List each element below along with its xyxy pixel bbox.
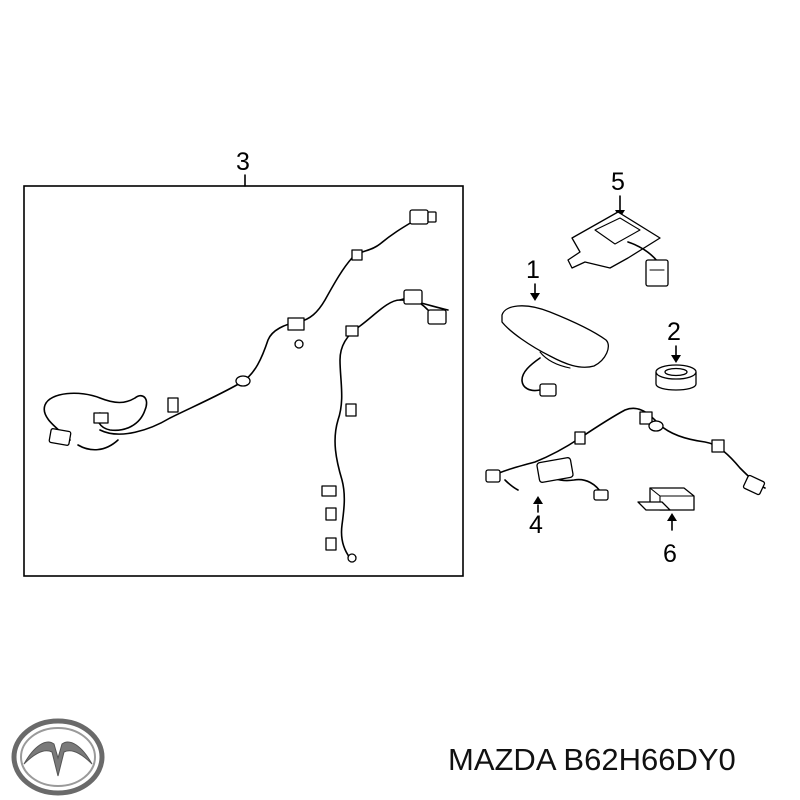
part-3-clip-e <box>345 325 359 337</box>
part-3-clip-d <box>351 249 363 261</box>
part-5-bracket-top <box>594 217 641 245</box>
part-4-clip-c <box>711 439 725 453</box>
part-4-clip-b <box>639 411 653 425</box>
callout-2: 2 <box>667 318 681 346</box>
part-3-clip-h <box>325 507 337 521</box>
part-5-bracket <box>567 211 661 269</box>
part-number: B62H66DY0 <box>563 742 736 777</box>
part-4-connector-c <box>742 474 766 496</box>
callout-6-arrowhead <box>667 513 677 521</box>
part-1-antenna-connector <box>539 383 557 397</box>
part-3-clip-f <box>345 403 357 417</box>
part-1-antenna-body <box>501 305 609 368</box>
part-3-eyelet-b <box>347 553 357 563</box>
part-2-grommet-hole <box>664 367 688 377</box>
part-4-clip-a <box>574 431 586 445</box>
part-3-connector-d <box>427 309 447 325</box>
part-1-antenna-lead <box>521 357 541 392</box>
callout-1: 1 <box>526 256 540 284</box>
part-1-antenna-group: 1 <box>501 256 609 397</box>
mazda-logo-outer-ring <box>11 718 105 796</box>
part-4-connector-b <box>593 489 609 501</box>
callout-1-arrowhead <box>530 293 540 301</box>
part-3-connector-a <box>48 428 72 446</box>
callout-6: 6 <box>663 540 677 568</box>
part-5-module-group: 5 <box>567 168 669 287</box>
part-3-clip-a <box>93 412 109 424</box>
mazda-logo-inner-ring <box>20 727 96 787</box>
part-6-bracket <box>637 501 671 511</box>
part-3-harness-wire-c <box>77 439 119 451</box>
callout-3: 3 <box>236 148 250 176</box>
part-3-clip-c <box>287 317 305 331</box>
part-4-grommet <box>648 420 664 432</box>
callout-2-arrowhead <box>671 355 681 363</box>
part-3-connector-c <box>403 289 423 305</box>
mazda-logo-icon <box>11 718 105 796</box>
callout-5: 5 <box>611 168 625 196</box>
brand-name: MAZDA <box>448 742 555 777</box>
part-1-antenna-base <box>539 351 571 369</box>
part-3-clip-b <box>167 397 179 413</box>
mazda-logo-wing <box>23 741 93 777</box>
part-2-grommet-group: 2 <box>655 318 697 391</box>
part-3-clip-i <box>325 537 337 551</box>
part-3-harness-wire-d <box>334 299 449 559</box>
callout-4-arrowhead <box>533 496 543 504</box>
part-4-harness-wire-c <box>504 479 519 491</box>
part-number-caption: MAZDA B62H66DY0 <box>448 742 736 778</box>
part-4-connector-a <box>485 469 501 483</box>
part-3-connector-b <box>409 209 429 225</box>
part-4-harness-group: 4 <box>485 407 766 539</box>
part-3-harness-group: 3 <box>23 148 464 577</box>
part-3-eyelet-a <box>294 339 304 349</box>
part-3-clip-g <box>321 485 337 497</box>
part-4-module <box>536 457 574 483</box>
part-3-grommet-a <box>235 375 251 387</box>
part-6-module-group: 6 <box>637 487 695 568</box>
part-3-harness-wire-a <box>43 392 148 441</box>
part-3-connector-b-cap <box>427 211 437 223</box>
part-5-connector <box>645 259 669 287</box>
part-3-harness-wire-b <box>99 213 433 435</box>
part-3-frame <box>23 185 464 577</box>
callout-4: 4 <box>529 511 543 539</box>
